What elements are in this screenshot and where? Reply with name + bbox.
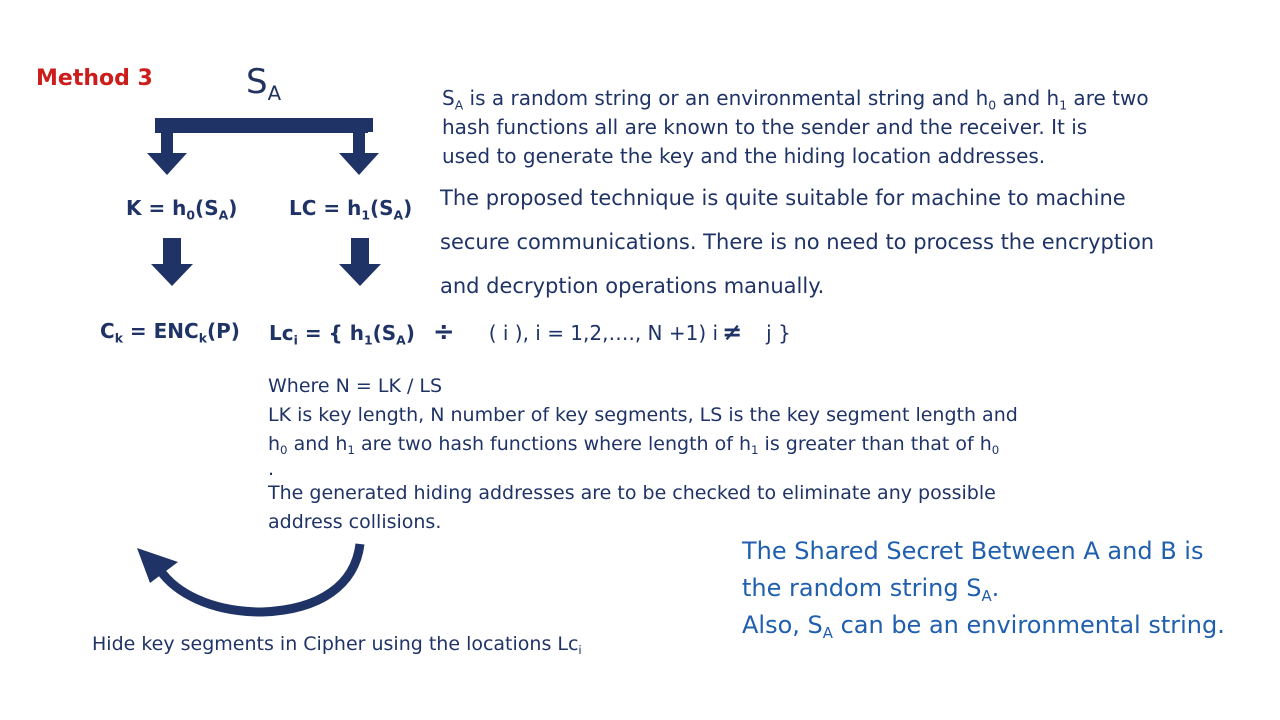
secret-symbol: SA (246, 62, 282, 105)
proposal-text: The proposed technique is quite suitable… (440, 176, 1154, 308)
description-line-2: hash functions all are known to the send… (442, 115, 1088, 139)
notes-line-1: LK is key length, N number of key segmen… (268, 404, 1018, 426)
proposal-line-3: and decryption operations manually. (440, 274, 825, 298)
description-text: SA is a random string or an environmenta… (442, 84, 1149, 171)
left-down-arrow (151, 238, 193, 286)
notes-where: Where N = LK / LS (268, 375, 443, 397)
key-formula: K = h0(SA) (126, 196, 238, 223)
notes-dot: . (268, 458, 275, 480)
location-set-formula: Lci = { h1(SA)÷( i ), i = 1,2,…., N +1) … (269, 317, 791, 348)
description-line-1: SA is a random string or an environmenta… (442, 86, 1149, 113)
cipher-formula: Ck = ENCk(P) (100, 319, 240, 346)
not-equal-symbol: ≠ (722, 318, 743, 346)
shared-line-1: The Shared Secret Between A and B is (742, 537, 1204, 565)
notes-text: Where N = LK / LS LK is key length, N nu… (268, 372, 1018, 537)
proposal-line-2: secure communications. There is no need … (440, 230, 1155, 254)
right-split-arrowhead (339, 153, 379, 175)
shared-secret-text: The Shared Secret Between A and B is the… (742, 533, 1225, 644)
divide-symbol: ÷ (432, 317, 455, 347)
right-down-arrow (339, 238, 381, 286)
left-split-arrowhead (147, 153, 187, 175)
notes-line-3: The generated hiding addresses are to be… (268, 482, 996, 504)
description-line-3: used to generate the key and the hiding … (442, 144, 1046, 168)
notes-line-4: address collisions. (268, 511, 442, 533)
shared-line-2: the random string SA. (742, 574, 1000, 606)
method-label: Method 3 (36, 66, 153, 91)
notes-line-2: h0 and h1 are two hash functions where l… (268, 433, 1000, 458)
curved-return-arrow (137, 543, 365, 617)
proposal-line-1: The proposed technique is quite suitable… (440, 186, 1126, 210)
split-bracket (155, 118, 373, 155)
shared-line-3: Also, SA can be an environmental string. (742, 611, 1225, 643)
location-formula: LC = h1(SA) (289, 196, 413, 223)
hide-caption: Hide key segments in Cipher using the lo… (92, 633, 582, 658)
